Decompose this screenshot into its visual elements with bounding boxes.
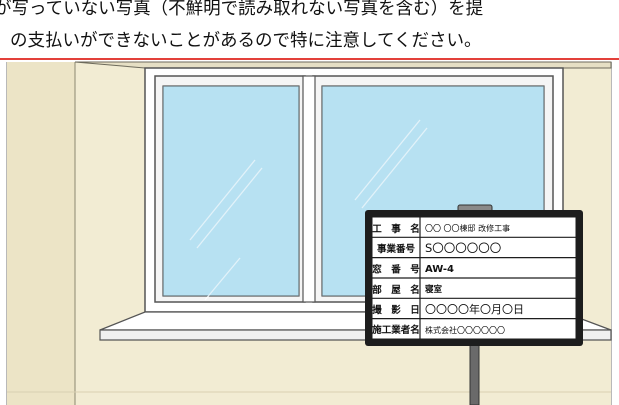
frame-left-border — [6, 62, 7, 405]
sign-label-contractor: 施工業者名 — [372, 324, 420, 336]
sign-value-photo-date: 〇〇〇〇年〇月〇日 — [425, 302, 524, 316]
instruction-text: が写っていない写真（不鮮明で読み取れない写真を含む）を提 の支払いができないこと… — [0, 0, 619, 58]
sign-values: 〇〇 〇〇棟邸 改修工事 S〇〇〇〇〇〇 AW-4 寝室 〇〇〇〇年〇月〇日 株… — [424, 223, 524, 335]
sign-pole — [469, 339, 480, 405]
sign-label-window-number: 窓 番 号 — [372, 264, 420, 276]
sign-label-photo-date: 撮 影 日 — [372, 304, 420, 316]
sign-value-project-number: S〇〇〇〇〇〇 — [425, 241, 501, 255]
illustration-frame — [0, 58, 619, 405]
sign-value-contractor: 株式会社〇〇〇〇〇〇 — [425, 325, 505, 335]
sign-label-construction: 工 事 名 — [372, 223, 420, 235]
frame-right-border — [611, 62, 612, 405]
sign-labels: 工 事 名 事業番号 窓 番 号 部 屋 名 撮 影 日 施工業者名 — [372, 223, 420, 336]
sign-label-project-number: 事業番号 — [377, 243, 416, 255]
sign-value-construction: 〇〇 〇〇棟邸 改修工事 — [425, 223, 510, 233]
wall-left — [7, 62, 75, 405]
instruction-line-2: の支払いができないことがあるので特に注意してください。 — [10, 31, 482, 51]
glass-pane-left — [162, 85, 300, 297]
sign-label-room-name: 部 屋 名 — [372, 284, 420, 296]
sign-value-room-name: 寝室 — [424, 284, 443, 295]
glass-reflection — [189, 119, 429, 301]
sign-value-window-number: AW-4 — [425, 264, 454, 275]
instruction-line-1: が写っていない写真（不鮮明で読み取れない写真を含む）を提 — [0, 0, 484, 19]
